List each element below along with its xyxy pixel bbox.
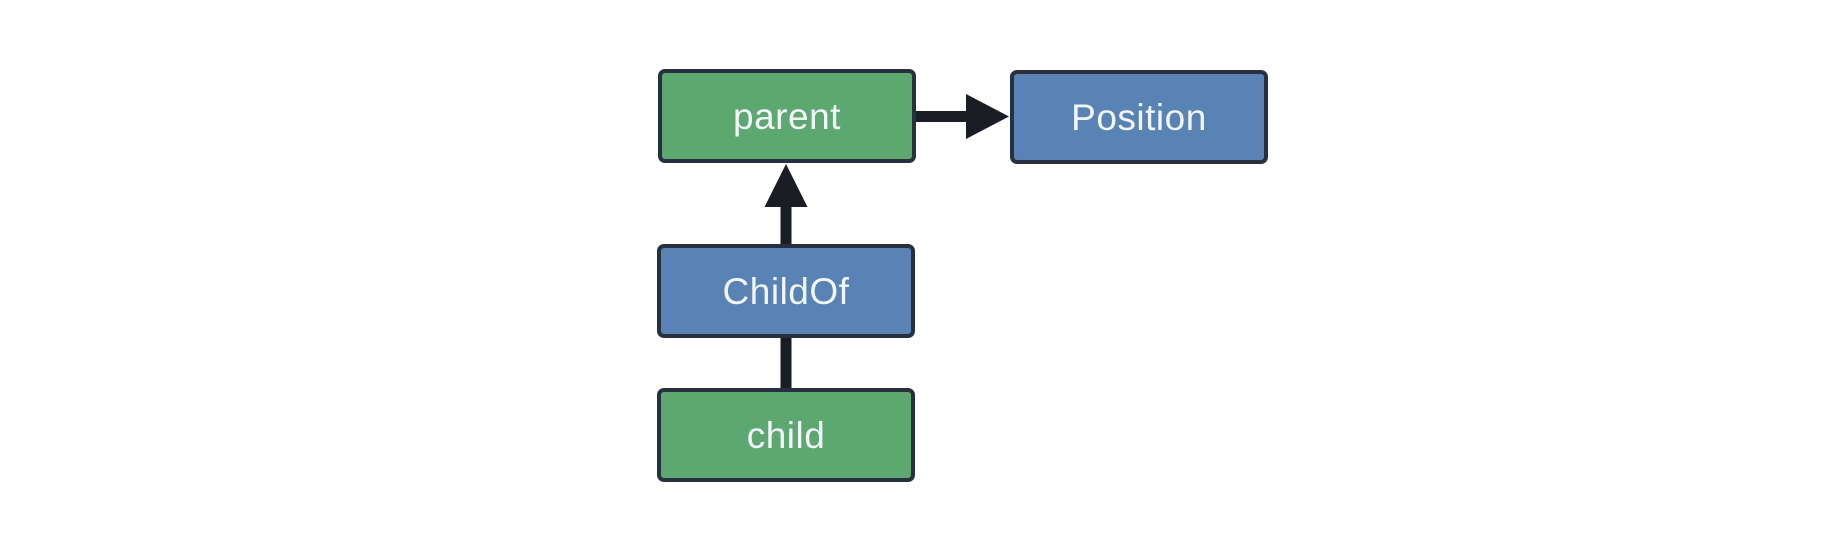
line-child-to-childof: [780, 334, 792, 391]
node-childof: ChildOf: [657, 244, 915, 338]
node-parent: parent: [658, 69, 916, 163]
arrow-childof-to-parent: [764, 164, 808, 247]
node-position: Position: [1010, 70, 1268, 164]
node-parent-label: parent: [733, 95, 841, 137]
node-childof-label: ChildOf: [722, 270, 850, 312]
node-position-label: Position: [1071, 96, 1207, 138]
arrow-parent-to-position: [913, 94, 1009, 139]
node-child: child: [657, 388, 915, 482]
node-child-label: child: [746, 414, 826, 456]
